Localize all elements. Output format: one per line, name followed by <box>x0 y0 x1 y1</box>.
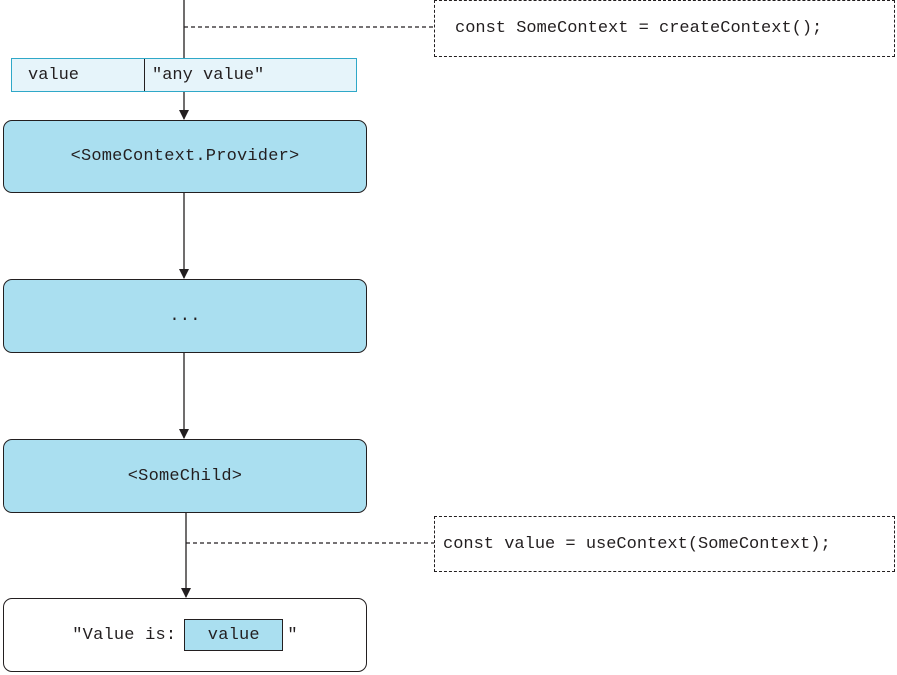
prop-key: value <box>12 59 145 91</box>
provider-node: <SomeContext.Provider> <box>3 120 367 193</box>
ellipsis-node: ... <box>3 279 367 353</box>
result-prefix: "Value is: <box>72 625 177 645</box>
use-context-code-box: const value = useContext(SomeContext); <box>434 516 895 572</box>
provider-label: <SomeContext.Provider> <box>70 147 300 166</box>
value-chip: value <box>184 619 284 651</box>
create-context-code-box: const SomeContext = createContext(); <box>434 0 895 57</box>
ellipsis-label: ... <box>169 306 201 326</box>
create-context-code: const SomeContext = createContext(); <box>455 19 823 38</box>
child-label: <SomeChild> <box>127 466 243 486</box>
prop-value: "any value" <box>152 65 265 85</box>
result-suffix: " <box>287 625 298 645</box>
result-node: "Value is: value " <box>3 598 367 672</box>
use-context-code: const value = useContext(SomeContext); <box>443 534 831 554</box>
child-node: <SomeChild> <box>3 439 367 513</box>
result-text: "Value is: value " <box>72 619 298 651</box>
provider-value-prop: value "any value" <box>11 58 357 92</box>
